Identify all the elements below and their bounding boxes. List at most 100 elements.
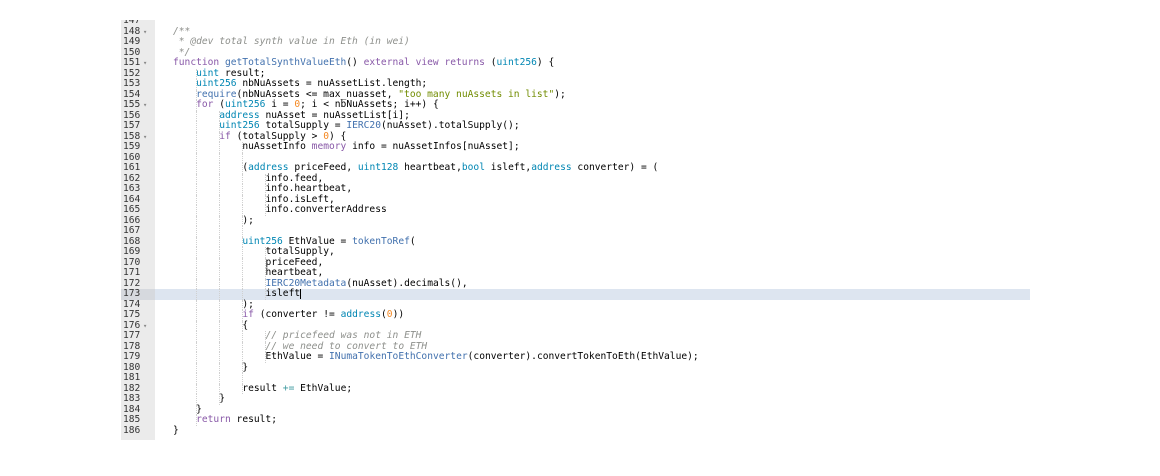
line-number: 160: [123, 151, 141, 163]
code-line[interactable]: 181: [121, 372, 1030, 384]
fold-arrow-icon[interactable]: ▾: [143, 321, 148, 330]
code-line[interactable]: 177// pricefeed was not in ETH: [121, 330, 1030, 342]
code-text: if (converter != address(0)): [242, 309, 1030, 321]
line-number: 157: [123, 120, 141, 131]
indent-guide: [219, 215, 221, 226]
code-line[interactable]: 178// we need to convert to ETH: [121, 340, 1030, 352]
indent-guide: [196, 163, 198, 174]
line-number: 181: [123, 372, 141, 383]
code-line[interactable]: 167: [121, 225, 1030, 237]
code-line[interactable]: 180}: [121, 361, 1030, 373]
code-token: EthValue =: [282, 235, 353, 247]
code-text: uint256 nbNuAssets = nuAssetList.length;: [196, 78, 1030, 90]
code-line[interactable]: 173 isleft: [121, 288, 1030, 300]
indent-guide: [196, 142, 198, 153]
code-line[interactable]: 160: [121, 151, 1030, 163]
indent-guide: [242, 278, 244, 289]
indent-guide: [219, 331, 221, 342]
indent-guide: [196, 79, 198, 90]
code-line[interactable]: 151▾function getTotalSynthValueEth() ext…: [121, 57, 1030, 69]
code-token: totalSupply =: [259, 120, 347, 131]
indent-guide: [265, 289, 267, 300]
code-line[interactable]: 184}: [121, 404, 1030, 415]
line-number: 155: [123, 99, 141, 110]
code-token: ) {: [536, 57, 555, 68]
code-line[interactable]: 158▾if (totalSupply > 0) {: [121, 130, 1030, 142]
indent-guide: [196, 404, 198, 415]
code-line[interactable]: 149 * @dev total synth value in Eth (in …: [121, 36, 1030, 48]
line-number: 152: [123, 67, 141, 79]
code-token: (totalSupply >: [230, 130, 324, 142]
indent-guide: [242, 236, 244, 247]
indent-guide: [265, 173, 267, 184]
fold-arrow-icon[interactable]: ▾: [143, 101, 148, 109]
line-number: 180: [123, 361, 141, 373]
fold-arrow-icon[interactable]: ▾: [143, 132, 148, 141]
indent-guide: [196, 394, 198, 405]
line-number: 173: [121, 288, 155, 300]
code-line[interactable]: 148▾/**: [121, 26, 1030, 38]
code-token: (: [242, 162, 249, 173]
code-line[interactable]: 147: [121, 20, 1030, 27]
indent-guide: [219, 394, 221, 405]
indent-guide: [196, 152, 198, 163]
code-line[interactable]: 174);: [121, 299, 1030, 310]
code-line[interactable]: 185 return result;: [121, 414, 1030, 426]
line-number: 185: [123, 414, 141, 425]
code-line[interactable]: 176▾{: [121, 320, 1030, 331]
indent-guide: [265, 194, 267, 205]
code-token: }: [219, 393, 226, 404]
code-token: result;: [230, 414, 277, 425]
code-token: uint256: [225, 99, 266, 110]
code-line[interactable]: 186}: [121, 424, 1030, 437]
code-text: (address priceFeed, uint128 heartbeat,bo…: [242, 162, 1030, 174]
code-line[interactable]: 161(address priceFeed, uint128 heartbeat…: [121, 162, 1030, 174]
line-number: 186: [123, 424, 141, 436]
line-number: 178: [123, 340, 141, 352]
fold-arrow-icon[interactable]: ▾: [143, 59, 148, 67]
line-number: 168: [123, 235, 141, 247]
code-token: address: [340, 309, 381, 320]
code-token: uint256: [219, 120, 260, 131]
code-token: (: [490, 57, 497, 68]
code-line[interactable]: 183}: [121, 393, 1030, 405]
code-line[interactable]: 155▾for (uint256 i = 0; i < nbNuAssets; …: [121, 99, 1030, 111]
fold-arrow-icon[interactable]: ▾: [143, 27, 148, 36]
line-number: 156: [123, 109, 141, 121]
line-number: 169: [123, 246, 141, 257]
line-number: 182: [123, 382, 141, 394]
indent-guide: [219, 320, 221, 331]
code-text: */: [173, 47, 1030, 59]
indent-guide: [196, 89, 198, 100]
line-number: 165: [123, 204, 141, 215]
code-token: if: [242, 309, 254, 320]
code-token: isleft: [265, 288, 301, 299]
indent-guide: [219, 352, 221, 363]
code-line[interactable]: 150 */: [121, 47, 1030, 59]
indent-guide: [219, 226, 221, 237]
code-line[interactable]: 166);: [121, 215, 1030, 226]
indent-guide: [242, 289, 244, 300]
code-text: return result;: [196, 414, 1030, 426]
line-number: 149: [123, 36, 141, 47]
code-token: for: [196, 99, 214, 110]
